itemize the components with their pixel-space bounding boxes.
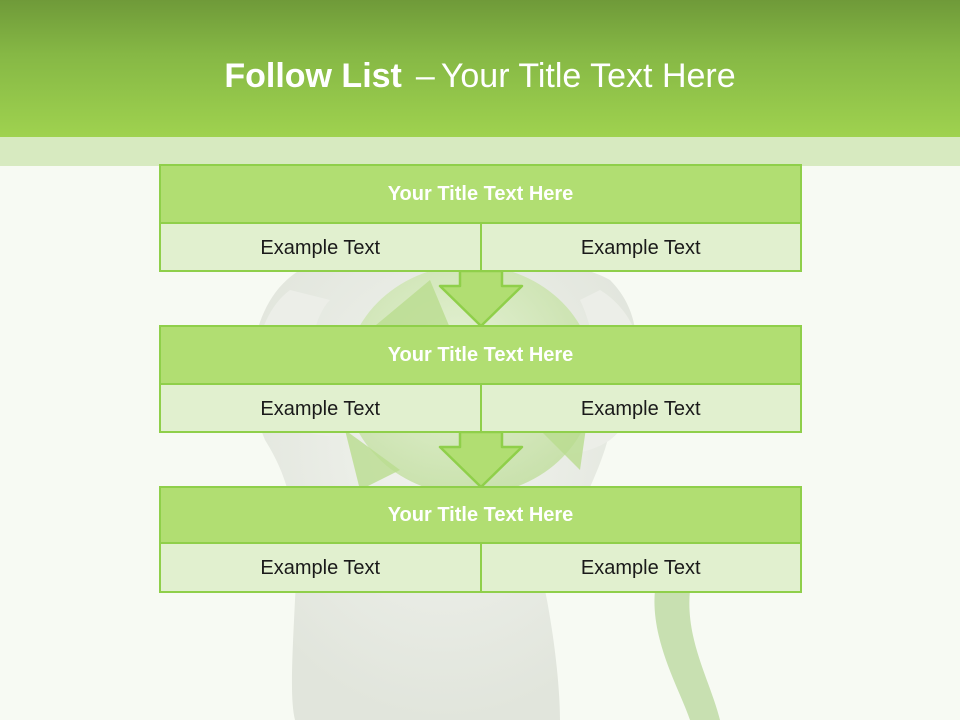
- block-cells: Example Text Example Text: [161, 385, 800, 433]
- list-block-1: Your Title Text Here Example Text Exampl…: [159, 164, 802, 272]
- block-cell-right: Example Text: [479, 385, 801, 433]
- recycle-arrow-shape: [345, 430, 400, 490]
- slide-title-rest: Your Title Text Here: [440, 57, 736, 95]
- header-accent-band: [0, 137, 960, 166]
- slide-title-dash: –: [415, 57, 435, 95]
- list-block-2: Your Title Text Here Example Text Exampl…: [159, 325, 802, 433]
- list-block-3: Your Title Text Here Example Text Exampl…: [159, 486, 802, 593]
- block-cells: Example Text Example Text: [161, 224, 800, 272]
- down-arrow-icon: [438, 270, 524, 328]
- block-cell-left: Example Text: [260, 397, 381, 420]
- down-arrow-icon: [438, 431, 524, 489]
- green-cable: [654, 590, 720, 720]
- block-title: Your Title Text Here: [161, 488, 800, 544]
- block-cell-left: Example Text: [260, 236, 381, 259]
- header-bar: [0, 0, 960, 137]
- block-cells: Example Text Example Text: [161, 544, 800, 593]
- slide-title-bold: Follow List: [224, 57, 402, 95]
- block-cell-left: Example Text: [260, 557, 381, 579]
- slide-title: Follow List–Your Title Text Here: [0, 55, 960, 97]
- block-cell-right: Example Text: [479, 224, 801, 272]
- block-title: Your Title Text Here: [161, 327, 800, 385]
- block-cell-right: Example Text: [479, 544, 801, 593]
- block-title: Your Title Text Here: [161, 166, 800, 224]
